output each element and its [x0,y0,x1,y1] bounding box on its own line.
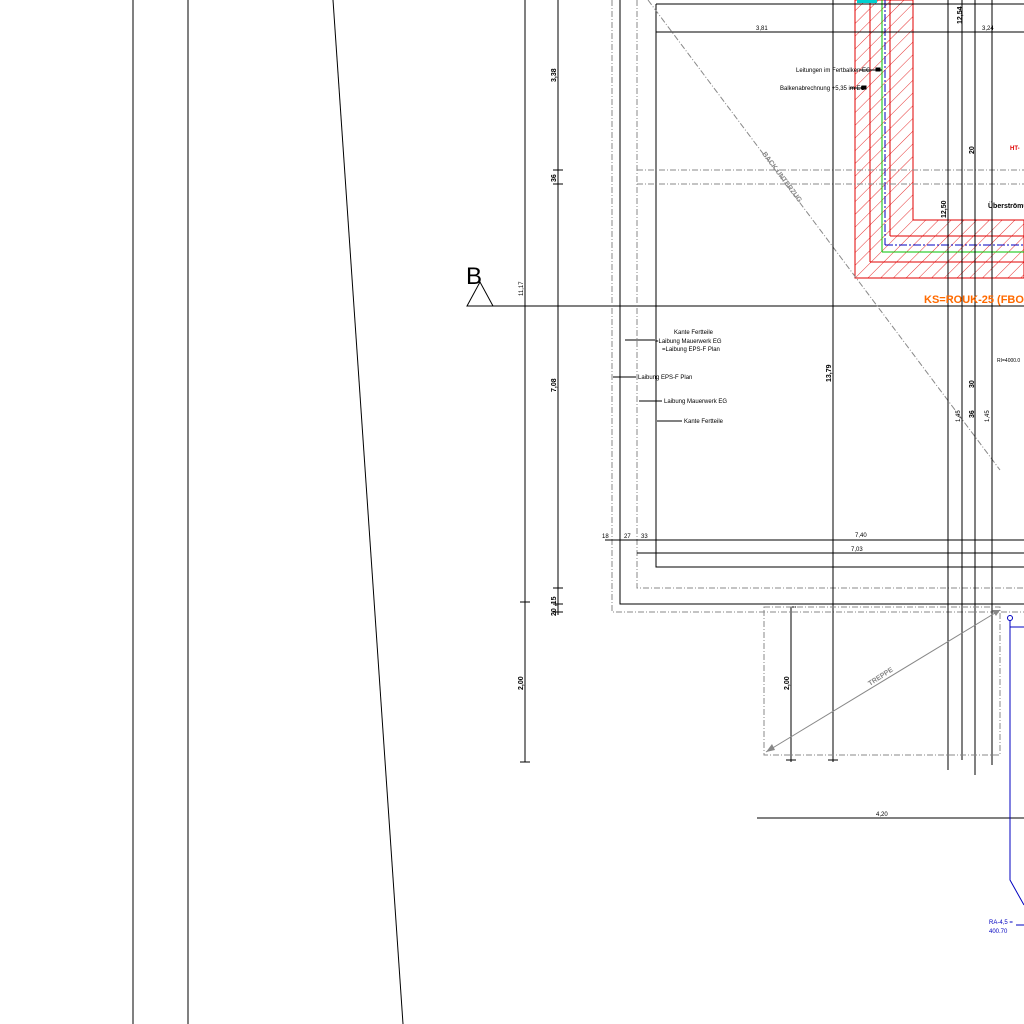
hatched-wall [854,0,1024,279]
note-laibung-mw-2: Laibung Mauerwerk EG [664,399,727,405]
dim-center-height: 13,79 [826,364,833,382]
note-kante-1: Kante Fertteile [674,330,714,336]
note-ri: RI=4000.0 [997,358,1020,364]
dim-left-lower: 20 ,15 [551,596,558,616]
note-ueberstroemung: Überströmu [988,201,1024,210]
note-leitungen: Leitungen im Fertbalken EG [796,68,871,74]
dim-small-20: 20 [969,146,976,154]
note-kante-2: Kante Fertteile [684,419,724,425]
dim-overall-height: 11,17 [519,281,525,296]
note-laibung-eps-2: Laibung EPS-F Plan [638,375,692,381]
dimension-lines [520,0,1024,819]
section-line-b [466,280,1024,307]
dim-small-30: 30 [969,380,976,388]
dim-top-left-width: 3,81 [756,26,768,32]
note-rh-value: 400.70 [989,929,1008,935]
dim-small-36: 36 [969,410,976,418]
dim-stair-height: 2,00 [784,676,791,690]
dim-left-middle: 7,08 [551,378,558,392]
stair-outline [763,606,1001,756]
note-rh-label: RA-4,5 = [989,920,1013,926]
note-laibung-eps-1: =Laibung EPS-F Plan [662,347,720,353]
dim-offset-1: 18 [602,534,609,540]
note-unterzug: BACK UNTERZUG [760,151,803,204]
dim-bottom-width-1: 7,40 [855,533,867,539]
note-ht: HT- [1010,146,1020,152]
dim-right-b: 1,45 [985,410,991,422]
building-outlines [611,0,1024,613]
dim-right-a: 1,45 [956,410,962,422]
dim-bottom-width-2: 7,03 [851,547,863,553]
left-reference-lines [132,0,404,1024]
leader-lines [613,67,882,422]
note-balken: Balkenabrechnung +5,35 im EG [780,86,866,92]
blue-boundary-line [1007,615,1024,926]
note-laibung-mw-1: =Laibung Mauerwerk EG [655,339,722,345]
dim-left-upper: 3,38 [551,68,558,82]
dim-left-bottom: 2,00 [518,676,525,690]
dim-offset-3: 33 [641,534,648,540]
dim-right-height: 12,50 [941,200,948,218]
dim-top-right-width: 3,24 [982,26,994,32]
dim-stair-width: 4,20 [876,812,888,818]
dim-offset-2: 27 [624,534,631,540]
dim-left-small: 36 [551,174,558,182]
dim-top-height: 12,54 [957,6,964,24]
section-marker-label: B [466,263,482,290]
note-treppe: TREPPE [867,666,895,687]
note-ks-label: KS=ROUK-25 (FBOK+22 [924,294,1024,306]
